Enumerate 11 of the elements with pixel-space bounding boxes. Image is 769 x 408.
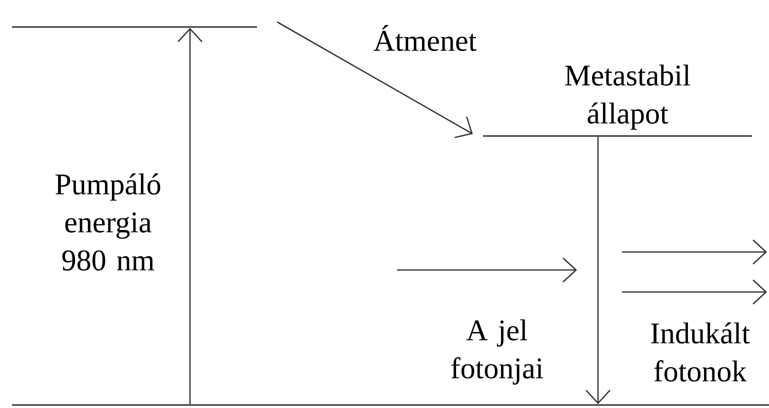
edge-label: Pumpáló energia 980 nm	[56, 173, 160, 271]
photon-label: A jel fotonjai	[451, 319, 544, 385]
energy-level-line	[12, 26, 257, 28]
level-label: Metastabil állapot	[565, 64, 690, 130]
energy-level-line	[483, 135, 752, 137]
edge-label: Átmenet	[374, 24, 476, 52]
photon-label: Indukált fotonok	[651, 322, 750, 382]
arrow	[276, 21, 473, 138]
energy-level-line	[12, 404, 769, 406]
arrow	[586, 136, 610, 404]
arrow	[178, 28, 202, 404]
